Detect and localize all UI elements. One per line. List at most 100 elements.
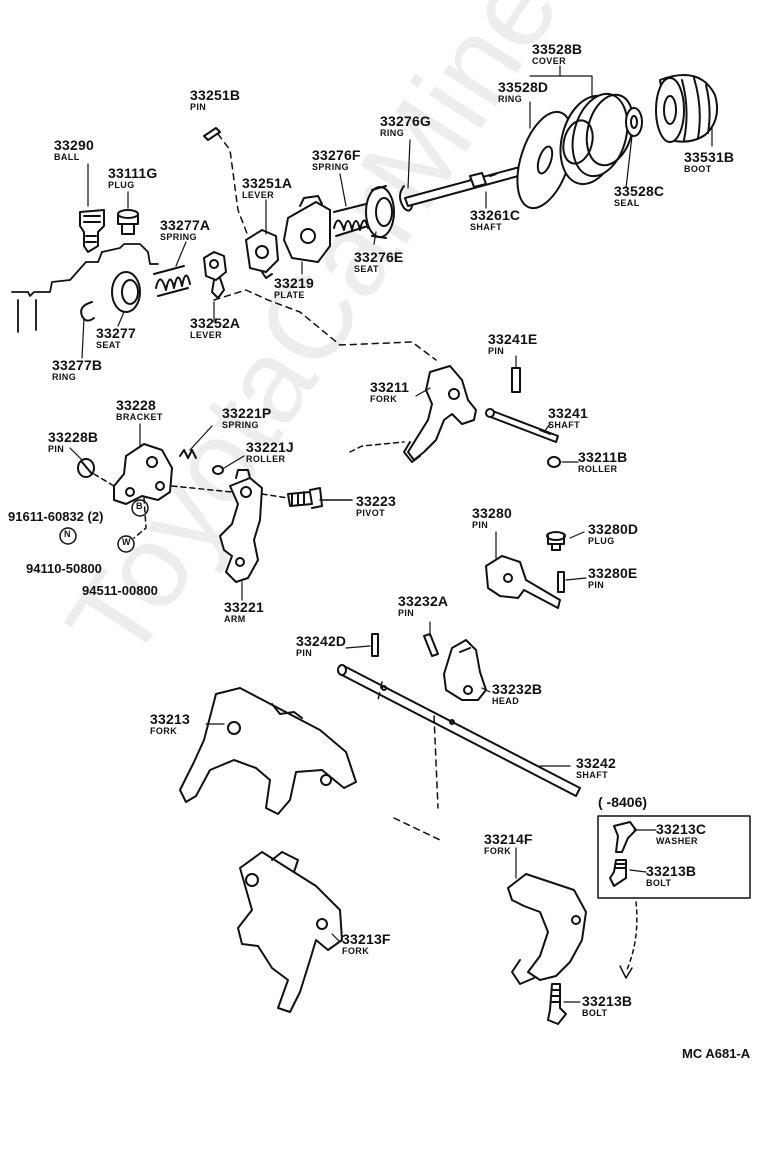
part-name: RING xyxy=(52,372,77,382)
label-33251a: 33251A LEVER xyxy=(242,176,292,200)
pin-33228b-drawing xyxy=(77,458,95,478)
part-number: 33219 xyxy=(274,275,314,291)
part-name: PIN xyxy=(398,608,415,618)
part-name: PIVOT xyxy=(356,508,386,518)
part-number: 33277 xyxy=(96,325,136,341)
label-33290: 33290 BALL xyxy=(54,138,94,162)
plug-33111g-drawing xyxy=(117,209,139,235)
part-name: BOLT xyxy=(582,1008,608,1018)
part-name: BOOT xyxy=(684,164,712,174)
plate-33219-drawing xyxy=(283,195,331,263)
seat-33277-drawing xyxy=(111,271,141,313)
label-33232b: 33232B HEAD xyxy=(492,682,542,706)
label-33276g: 33276G RING xyxy=(380,114,431,138)
part-name: ARM xyxy=(224,614,246,624)
part-name: SEAT xyxy=(96,340,121,350)
part-name: FORK xyxy=(370,394,398,404)
part-number: 33241 xyxy=(548,405,588,421)
leader-lines xyxy=(69,65,713,1003)
part-number: 33251A xyxy=(242,175,293,191)
part-number: 33252A xyxy=(190,315,241,331)
label-33277b: 33277B RING xyxy=(52,358,102,382)
part-name: FORK xyxy=(342,946,370,956)
lever-33251a-drawing xyxy=(245,229,279,279)
part-number: 33290 xyxy=(54,137,94,153)
marker-b: B xyxy=(136,501,143,511)
marker-w: W xyxy=(122,537,131,547)
part-name: PIN xyxy=(190,102,207,112)
label-33228: 33228 BRACKET xyxy=(116,398,163,422)
label-33277: 33277 SEAT xyxy=(96,326,136,350)
part-name: PLUG xyxy=(108,180,135,190)
label-33219: 33219 PLATE xyxy=(274,276,314,300)
part-name: SEAT xyxy=(354,264,379,274)
part-number: 33228B xyxy=(48,429,99,445)
part-number: 33277B xyxy=(52,357,103,373)
pivot-33223-drawing xyxy=(287,487,323,509)
part-number: 33213C xyxy=(656,821,707,837)
part-number: 33277A xyxy=(160,217,211,233)
label-33221: 33221 ARM xyxy=(224,600,264,624)
label-33252a: 33252A LEVER xyxy=(190,316,240,340)
shaft-33242-drawing xyxy=(337,664,581,797)
ref-94110-50800: 94110-50800 xyxy=(26,561,102,576)
pin-33242d-drawing xyxy=(371,633,379,657)
nut-marker-n-drawing xyxy=(59,527,77,545)
period-box-drawing xyxy=(597,815,751,899)
label-33251b: 33251B PIN xyxy=(190,88,240,112)
part-name: SHAFT xyxy=(470,222,502,232)
part-number: 33232A xyxy=(398,593,449,609)
part-name: LEVER xyxy=(190,330,223,340)
part-name: FORK xyxy=(150,726,178,736)
part-name: SHAFT xyxy=(576,770,608,780)
roller-33221j-drawing xyxy=(212,465,224,475)
bolt-33213b-lower-drawing xyxy=(547,983,567,1025)
roller-33211b-drawing xyxy=(547,456,561,468)
pin-33251b-drawing xyxy=(203,127,221,141)
pin-33232a-drawing xyxy=(423,633,439,657)
part-name: PIN xyxy=(488,346,505,356)
part-name: FORK xyxy=(484,846,512,856)
part-name: ROLLER xyxy=(246,454,286,464)
fork-33211-drawing xyxy=(403,365,477,463)
part-number: 33221P xyxy=(222,405,272,421)
label-33111g: 33111G PLUG xyxy=(108,166,157,190)
part-number: 33221 xyxy=(224,599,264,615)
part-number: 33251B xyxy=(190,87,241,103)
part-number: 33223 xyxy=(356,493,396,509)
spring-33276f-drawing xyxy=(333,203,369,237)
arm-33221-drawing xyxy=(219,469,263,583)
plug-33280d-drawing xyxy=(546,531,566,551)
leader-33251b xyxy=(217,133,249,237)
label-33276e: 33276E SEAT xyxy=(354,250,403,274)
bolt-33213b-upper-drawing xyxy=(609,859,627,887)
part-name: RING xyxy=(498,94,523,104)
part-number: 33528B xyxy=(532,41,583,57)
part-name: PIN xyxy=(48,444,65,454)
label-33280e: 33280E PIN xyxy=(588,566,637,590)
shaft-33241-drawing xyxy=(485,408,559,443)
part-number: 33211 xyxy=(370,379,410,395)
part-number: 33276F xyxy=(312,147,361,163)
label-33213c: 33213C WASHER xyxy=(656,822,706,846)
label-33228b: 33228B PIN xyxy=(48,430,98,454)
part-number: 33213F xyxy=(342,931,391,947)
part-name: SPRING xyxy=(312,162,349,172)
label-33213: 33213 FORK xyxy=(150,712,190,736)
bolt-marker-b-drawing xyxy=(131,499,149,517)
part-number: 33280 xyxy=(472,505,512,521)
label-33221p: 33221P SPRING xyxy=(222,406,271,430)
label-33213f: 33213F FORK xyxy=(342,932,391,956)
part-number: 33261C xyxy=(470,207,521,223)
part-name: BRACKET xyxy=(116,412,163,422)
ref-94511-00800: 94511-00800 xyxy=(82,583,158,598)
label-33221j: 33221J ROLLER xyxy=(246,440,294,464)
part-name: PIN xyxy=(588,580,605,590)
part-name: PIN xyxy=(472,520,489,530)
label-33242d: 33242D PIN xyxy=(296,634,346,658)
fork-33214f-drawing xyxy=(507,873,587,985)
part-number: 33276G xyxy=(380,113,432,129)
seal-33528c-drawing xyxy=(625,107,643,137)
label-33211b: 33211B ROLLER xyxy=(578,450,627,474)
